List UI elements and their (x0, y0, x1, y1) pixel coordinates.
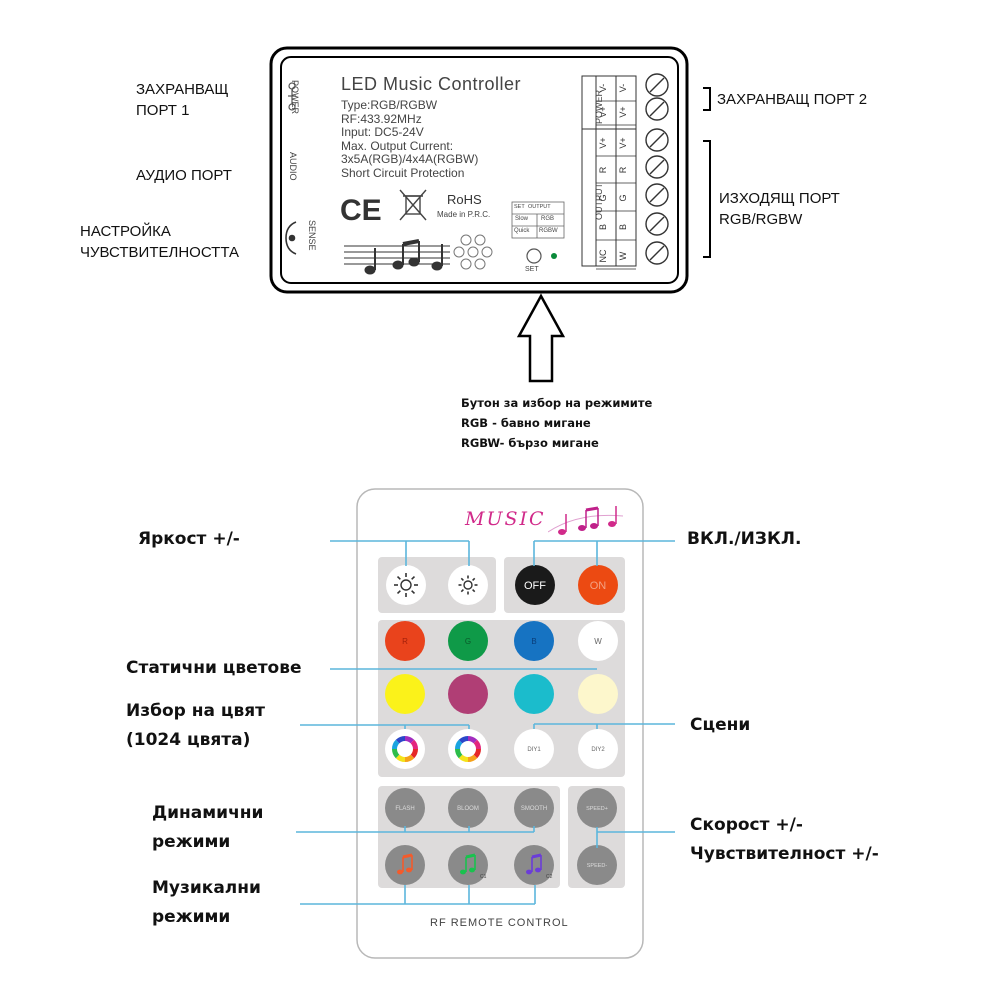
screw-slot (649, 159, 665, 175)
mode-button-note: Бутон за избор на режимите RGB - бавно м… (461, 393, 652, 453)
terminal-screws (645, 73, 669, 265)
spec-line: Input: DC5-24V (341, 125, 424, 139)
label-power-port-1-line2: ПОРТ 1 (136, 102, 190, 119)
screw-slot (649, 132, 665, 148)
terminal-block (581, 75, 637, 267)
controller-title: LED Music Controller (341, 74, 522, 94)
terminal-label-left: V+ (598, 137, 608, 148)
spec-line: Short Circuit Protection (341, 165, 465, 180)
terminal-group-output: OUTPUT (594, 183, 604, 220)
spec-line: Type:RGB/RGBW (341, 98, 438, 112)
label-power-port-2: ЗАХРАНВАЩ ПОРТ 2 (717, 91, 868, 108)
label-brightness: Яркост +/- (138, 529, 240, 549)
terminal-label-left: V- (598, 84, 608, 93)
label-on-off: ВКЛ./ИЗКЛ. (687, 529, 802, 549)
label-audio-port: АУДИО ПОРТ (136, 167, 232, 184)
screw-slot (649, 77, 665, 93)
terminal-label-right: G (618, 194, 628, 201)
label-sense-line2: ЧУВСТВИТЕЛНОСТТА (80, 244, 239, 261)
label-dynamic-modes: Динамични режими (152, 799, 263, 857)
screw-slot (649, 187, 665, 203)
set-output-table (511, 201, 565, 239)
set-table-r1a: Slow (515, 216, 529, 222)
terminal-label-right: R (618, 166, 628, 173)
status-led (551, 253, 557, 259)
power-port-icon (288, 82, 296, 111)
rohs-label: RoHS (447, 192, 482, 207)
set-table-h1: SET (514, 204, 525, 210)
ce-mark-icon: CE (340, 194, 382, 227)
terminal-label-left: G (598, 194, 608, 201)
label-color-pick: Избор на цвят (1024 цвята) (126, 697, 265, 755)
music-notes-icon (344, 239, 450, 275)
sense-port-label: SENSE (307, 220, 317, 251)
terminal-label-right: W (618, 251, 628, 260)
microphone-holes (453, 234, 493, 270)
label-dynamic-line1: Динамични (152, 803, 264, 823)
label-scenes: Сцени (690, 715, 751, 735)
label-sense: НАСТРОЙКА ЧУВСТВИТЕЛНОСТТА (80, 221, 239, 263)
terminal-group-power: POWER (594, 89, 604, 124)
screw-slot (649, 216, 665, 232)
mode-note-line1: Бутон за избор на режимите (461, 396, 653, 410)
power2-bracket (703, 87, 711, 111)
label-music-line1: Музикални (152, 878, 261, 898)
music-logo: MUSIC (465, 508, 546, 530)
set-table-r2a: Quick (514, 228, 530, 234)
sense-knob-icon (285, 221, 297, 255)
label-speed-line2: Чувствителност +/- (690, 844, 879, 864)
spec-line: Max. Output Current: (341, 138, 454, 153)
terminal-label-left: V+ (598, 106, 608, 117)
screw-slot (649, 101, 665, 117)
screw-slot (649, 245, 665, 261)
label-output-port-line1: ИЗХОДЯЩ ПОРТ (719, 190, 840, 207)
label-output-port: ИЗХОДЯЩ ПОРТ RGB/RGBW (719, 188, 840, 230)
mode-note-line3: RGBW- бързо мигане (461, 436, 599, 450)
label-output-port-line2: RGB/RGBW (719, 211, 803, 228)
label-music-modes: Музикални режими (152, 874, 261, 932)
spec-line: RF:433.92MHz (341, 111, 422, 126)
up-arrow-icon (516, 293, 566, 383)
output-bracket (703, 140, 711, 258)
audio-port-label: AUDIO (288, 152, 298, 181)
terminal-label-left: B (598, 224, 608, 230)
label-power-port-1-line1: ЗАХРАНВАЩ (136, 81, 229, 98)
terminal-label-left: R (598, 166, 608, 173)
label-static-colors: Статични цветове (126, 658, 302, 678)
set-table-r1b: RGB (541, 216, 555, 222)
label-sense-line1: НАСТРОЙКА (80, 223, 171, 240)
terminal-label-left: NC (598, 249, 608, 262)
ce-mark: CE (340, 194, 382, 227)
terminal-label-right: V+ (618, 106, 628, 117)
terminal-label-right: V- (618, 84, 628, 93)
mode-note-line2: RGB - бавно мигане (461, 416, 591, 430)
label-music-line2: режими (152, 907, 231, 927)
power-port-label: POWER (290, 80, 300, 115)
spec-line: 3x5A(RGB)/4x4A(RGBW) (341, 152, 479, 166)
set-button[interactable] (526, 248, 542, 264)
terminal-label-right: B (618, 224, 628, 230)
controller-device (269, 46, 689, 294)
made-in-label: Made in P.R.C. (437, 210, 491, 219)
label-speed-line1: Скорост +/- (690, 815, 803, 835)
set-table-h2: OUTPUT (528, 204, 551, 210)
label-power-port-1: ЗАХРАНВАЩ ПОРТ 1 (136, 79, 228, 121)
remote-footer: RF REMOTE CONTROL (430, 917, 569, 929)
music-logo-text: MUSIC (465, 508, 546, 530)
set-button-label: SET (525, 266, 539, 273)
label-speed: Скорост +/- Чувствителност +/- (690, 811, 879, 869)
music-logo-notes-icon (548, 506, 624, 535)
label-color-pick-line2: (1024 цвята) (126, 730, 251, 750)
weee-bin-icon (399, 189, 427, 221)
label-color-pick-line1: Избор на цвят (126, 701, 266, 721)
terminal-cells: V- V- V+ V+ V+ V+ R R G G B B NC W (596, 84, 636, 270)
label-dynamic-line2: режими (152, 832, 231, 852)
set-table-r2b: RGBW (539, 228, 558, 234)
terminal-label-right: V+ (618, 137, 628, 148)
